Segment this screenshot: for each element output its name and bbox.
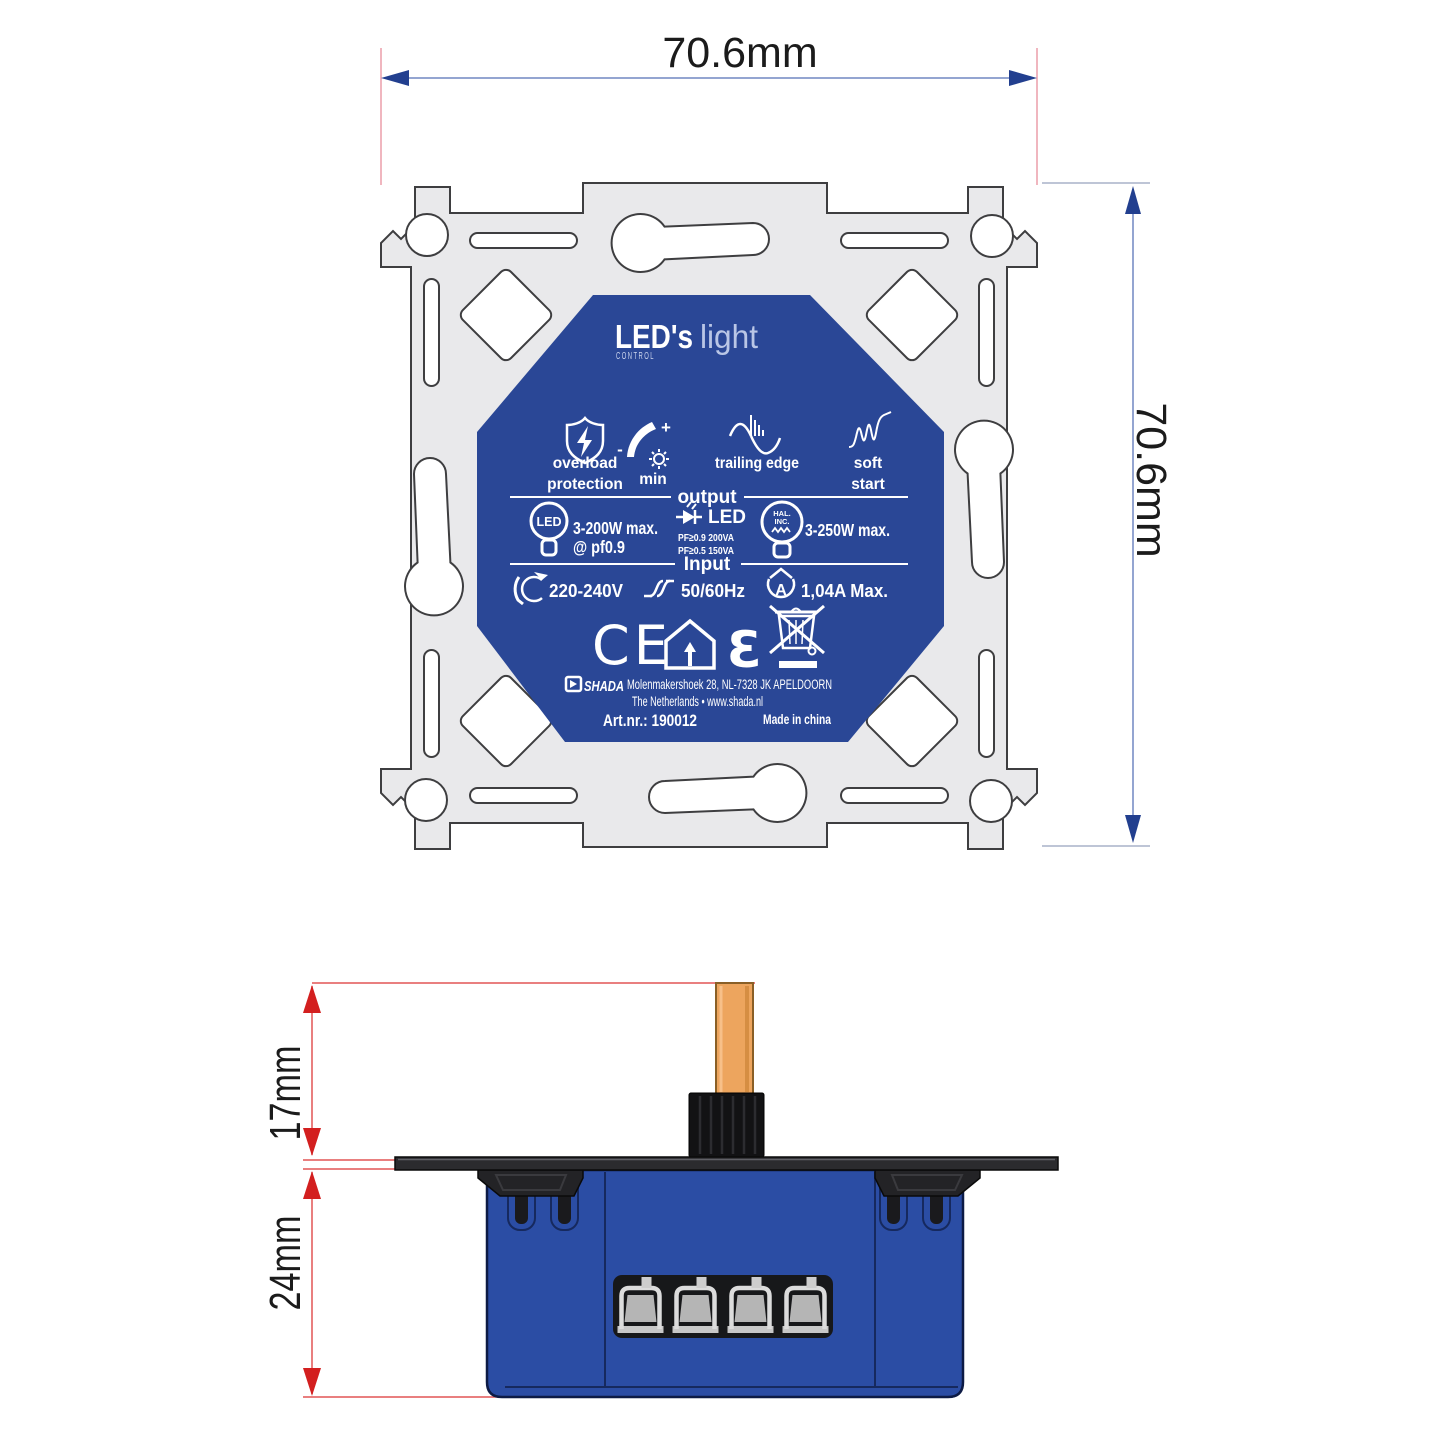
address-line2: The Netherlands • www.shada.nl [632,694,763,709]
svg-text:HAL.: HAL. [773,509,791,518]
top-width-dimension: 70.6mm [380,29,1038,185]
arrow-down-icon [303,1368,321,1396]
right-claw [874,1169,981,1231]
edge-slot [469,232,578,249]
arrow-up-icon [303,1171,321,1199]
wire-terminal [617,1277,664,1333]
arrow-right-icon [1009,70,1037,86]
plate-cutouts-quadrant [405,213,949,367]
halogen-bulb-icon: HAL. INC. [760,500,804,559]
made-in-text: Made in china [763,712,831,727]
artnr-text: Art.nr.: 190012 [603,711,697,730]
corner-screw-hole [405,213,449,257]
trailing-edge-icon [728,415,782,455]
input-header: Input [684,554,731,575]
output-header: output [677,487,737,508]
arrow-up-icon [303,985,321,1013]
soft-caption-1: soft [854,455,882,472]
ce-mark: CE [592,614,672,677]
hal-max-text: 3-250W max. [805,520,890,540]
rotary-shaft [715,982,754,1096]
brand-suffix: light [700,318,758,355]
plate-edge [394,1156,1059,1171]
terminal-block [613,1275,833,1338]
overload-caption-1: overload [553,455,618,472]
frequency-icon [644,579,674,598]
arrow-left-icon [381,70,409,86]
arrow-down-icon [303,1128,321,1156]
shada-logo-icon [564,675,583,693]
body-depth-label: 24mm [261,1216,310,1311]
overload-protection-icon [565,416,605,465]
right-height-label: 70.6mm [1127,402,1175,557]
diode-label: LED [708,507,746,528]
address-text: Molenmakershoek 28, NL-7328 JK APELDOORN [627,677,832,692]
svg-text:LED: LED [537,515,562,529]
soft-start-icon [848,411,892,448]
dim-min-icon: + - [617,418,671,469]
pf-line-2: PF≥0.5 150VA [678,545,734,557]
right-height-dimension: 70.6mm [1042,182,1175,847]
svg-text:A: A [775,582,787,599]
current-icon: A [766,567,796,599]
top-width-label: 70.6mm [662,29,817,77]
dimmer-side-view [394,982,1059,1399]
enec-mark: Ɛ [727,621,762,679]
shaft-height-label: 17mm [261,1046,310,1141]
brand-sub: CONTROL [616,351,655,362]
house-arrow-icon [664,618,716,670]
frequency-text: 50/60Hz [681,581,745,601]
sun-icon [649,449,669,469]
shada-logo-text: SHADA [584,678,624,695]
brand-name: LED's [615,318,693,355]
min-caption: min [639,471,667,488]
product-label: LED's light CONTROL overload protection … [477,295,944,742]
current-text: 1,04A Max. [801,581,888,601]
overload-caption-2: protection [547,476,623,493]
led-pf-text: @ pf0.9 [573,537,625,557]
voltage-icon [513,572,548,606]
svg-text:INC.: INC. [775,517,790,526]
svg-text:+: + [661,418,671,437]
led-max-text: 3-200W max. [573,518,658,538]
side-dimension-lines [303,982,755,1398]
arrow-up-icon [1125,186,1141,214]
keyhole-slot [610,213,770,273]
svg-text:-: - [617,440,623,459]
led-bulb-icon: LED [529,501,569,557]
side-dimension-arrows: 17mm 24mm [261,985,321,1396]
left-claw [477,1169,584,1231]
edge-slot [840,232,949,249]
weee-bin-icon [769,604,825,668]
threaded-bushing [688,1092,765,1158]
voltage-text: 220-240V [549,581,623,601]
label-octagon [477,295,944,742]
pf-line-1: PF≥0.9 200VA [678,532,734,544]
soft-caption-2: start [851,476,885,493]
arrow-down-icon [1125,815,1141,843]
led-diode-icon [676,501,702,524]
trailing-caption: trailing edge [715,455,799,472]
